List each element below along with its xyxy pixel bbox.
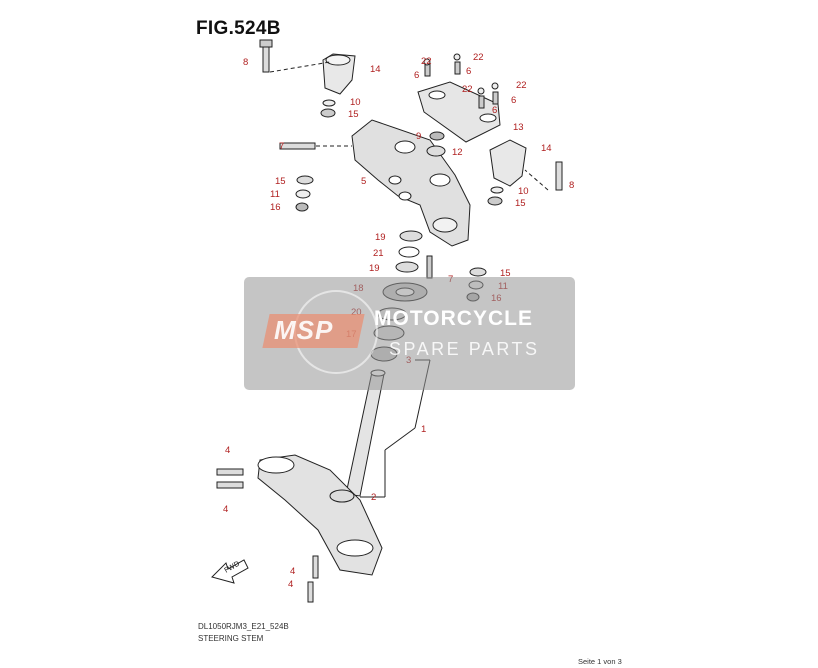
callout-label: 22 — [421, 56, 432, 67]
callout-label: 10 — [350, 97, 361, 108]
callout-label: 22 — [473, 52, 484, 63]
callout-label: 14 — [370, 64, 381, 75]
callout-label: 6 — [466, 66, 471, 77]
callout-label: 21 — [373, 248, 384, 259]
steering-stem-upper-bracket — [351, 119, 471, 247]
watermark-badge-text: MSP — [274, 315, 334, 345]
watermark-line1: MOTORCYCLE — [374, 307, 533, 330]
callout-label: 15 — [275, 176, 286, 187]
callout-label: 4 — [223, 504, 228, 515]
callout-label: 5 — [361, 176, 366, 187]
callout-label: 4 — [290, 566, 295, 577]
callout-label: 11 — [270, 189, 280, 200]
callout-label: 6 — [511, 95, 516, 106]
callout-label: 4 — [288, 579, 293, 590]
callout-label: 22 — [462, 84, 473, 95]
steering-stem — [257, 369, 386, 576]
callout-label: 9 — [416, 131, 421, 142]
forward-arrow-icon — [211, 559, 249, 584]
callout-label: 19 — [369, 263, 380, 274]
callout-label: 6 — [492, 105, 497, 116]
callout-label: 15 — [515, 198, 526, 209]
callout-label: 12 — [452, 147, 463, 158]
figure-caption: STEERING STEM — [198, 634, 264, 643]
callout-label: 10 — [518, 186, 529, 197]
callout-label: 2 — [371, 492, 376, 503]
handlebar-clamp-left — [259, 39, 356, 95]
callout-label: 22 — [516, 80, 527, 91]
page-indicator: Seite 1 von 3 — [578, 657, 622, 666]
callout-label: 7 — [279, 141, 284, 152]
callout-label: 16 — [270, 202, 281, 213]
callout-label: 1 — [421, 424, 426, 435]
callout-label: 15 — [500, 268, 511, 279]
callout-label: 19 — [375, 232, 386, 243]
callout-label: 8 — [243, 57, 248, 68]
figure-title: FIG.524B — [196, 18, 281, 39]
callout-label: 13 — [513, 122, 524, 133]
callout-label: 6 — [414, 70, 419, 81]
handlebar-holder-upper — [417, 81, 501, 143]
watermark-line2: SPARE PARTS — [389, 339, 540, 359]
callout-label: 8 — [569, 180, 574, 191]
watermark-overlay: MSP MOTORCYCLE SPARE PARTS — [244, 277, 575, 390]
handlebar-clamp-right — [489, 139, 563, 191]
model-code: DL1050RJM3_E21_524B — [198, 622, 289, 631]
callout-label: 4 — [225, 445, 230, 456]
callout-label: 15 — [348, 109, 359, 120]
callout-label: 14 — [541, 143, 552, 154]
